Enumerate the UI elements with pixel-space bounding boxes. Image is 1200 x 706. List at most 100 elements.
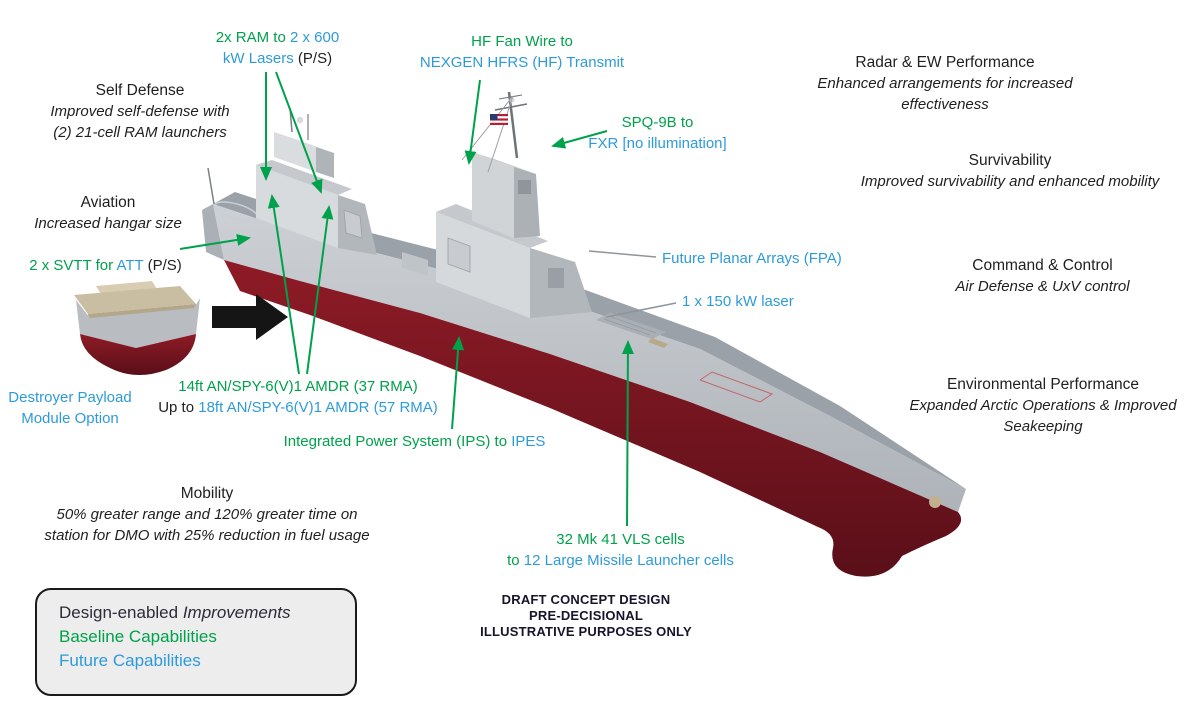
disclaimer: DRAFT CONCEPT DESIGN PRE-DECISIONAL ILLU… xyxy=(430,592,742,640)
aviation-desc: Increased hangar size xyxy=(34,215,182,232)
callout-spy6: 14ft AN/SPY-6(V)1 AMDR (37 RMA) Up to 18… xyxy=(128,376,468,418)
yardarm-2 xyxy=(498,94,523,100)
spy6-baseline-text: 14ft AN/SPY-6(V)1 AMDR (37 RMA) xyxy=(178,378,418,395)
aft-mast-tier-front xyxy=(316,147,334,178)
self-defense-desc: Improved self-defense with (2) 21-cell R… xyxy=(50,103,230,141)
connector-fpa xyxy=(588,250,657,258)
environmental-desc: Expanded Arctic Operations & Improved Se… xyxy=(909,397,1177,435)
svtt-future-text: ATT xyxy=(116,257,144,274)
connector-spy6-fwd xyxy=(306,205,334,375)
ram-future-text: 2 x 600 xyxy=(289,29,340,46)
callout-future-planar-arrays: Future Planar Arrays (FPA) xyxy=(662,248,872,269)
ship-hull-red xyxy=(224,260,962,577)
connector-ips xyxy=(451,336,465,430)
disclaimer-line-1: DRAFT CONCEPT DESIGN xyxy=(501,592,671,607)
callout-spq9b: SPQ-9B to FXR [no illumination] xyxy=(570,112,745,154)
connector-vls xyxy=(621,340,634,527)
callout-ips: Integrated Power System (IPS) to IPES xyxy=(272,431,557,452)
disclaimer-line-3: ILLUSTRATIVE PURPOSES ONLY xyxy=(480,624,692,639)
capability-command-control: Command & Control Air Defense & UxV cont… xyxy=(900,255,1185,297)
environmental-title: Environmental Performance xyxy=(946,376,1140,393)
callout-ram-lasers: 2x RAM to 2 x 600 kW Lasers (P/S) xyxy=(190,27,365,69)
ips-future-text: IPES xyxy=(511,433,546,450)
ram-suffix-text: (P/S) xyxy=(297,50,333,67)
callout-laser-150kw: 1 x 150 kW laser xyxy=(682,291,832,312)
vls-upgrade-prefix: to xyxy=(507,552,524,569)
spy6-upgrade-prefix: Up to xyxy=(158,399,199,416)
aft-deckhouse-top xyxy=(256,160,352,195)
hf-future-text: NEXGEN HFRS (HF) Transmit xyxy=(419,54,625,71)
disclaimer-line-2: PRE-DECISIONAL xyxy=(528,608,644,623)
fwd-sensor-panel xyxy=(548,268,564,288)
aft-deckhouse-side xyxy=(256,165,338,248)
vls-deck-patch xyxy=(596,313,666,339)
connector-spy6-aft xyxy=(267,194,300,375)
connector-aviation xyxy=(179,233,251,250)
fan-wire-a xyxy=(461,95,514,161)
spq9b-future-text: FXR [no illumination] xyxy=(588,135,727,152)
aviation-title: Aviation xyxy=(80,194,136,211)
callout-vls: 32 Mk 41 VLS cells to 12 Large Missile L… xyxy=(478,529,763,571)
bow-fitting xyxy=(929,496,941,508)
ship-stern-transom xyxy=(202,204,224,260)
command-control-desc: Air Defense & UxV control xyxy=(955,278,1130,295)
spy-array-aft xyxy=(343,209,363,239)
capability-survivability: Survivability Improved survivability and… xyxy=(840,150,1180,192)
capability-radar-ew: Radar & EW Performance Enhanced arrangem… xyxy=(800,52,1090,115)
ram-future-text-2: kW Lasers xyxy=(222,50,298,67)
capability-aviation: Aviation Increased hangar size xyxy=(18,192,198,234)
mast-sensor xyxy=(518,180,531,194)
svtt-suffix-text: (P/S) xyxy=(143,257,182,274)
legend-box: Design-enabled Improvements Baseline Cap… xyxy=(35,588,357,696)
fwd-deckhouse-side xyxy=(436,212,530,318)
baseline-connectors xyxy=(179,71,634,527)
fpa-text: Future Planar Arrays (FPA) xyxy=(662,250,842,267)
survivability-title: Survivability xyxy=(968,152,1052,169)
mid-deckhouse xyxy=(402,252,428,276)
mast-front xyxy=(514,167,540,238)
aft-radome xyxy=(296,116,304,124)
fan-wire-b xyxy=(487,95,514,173)
svtt-baseline-text: 2 x SVTT for xyxy=(29,257,117,274)
mast-top xyxy=(472,152,536,174)
hf-baseline-text: HF Fan Wire to xyxy=(471,33,573,50)
capability-environmental: Environmental Performance Expanded Arcti… xyxy=(893,374,1193,437)
us-flag xyxy=(490,114,508,125)
ship-hull-side xyxy=(213,204,966,512)
spy6-line-2: Up to 18ft AN/SPY-6(V)1 AMDR (57 RMA) xyxy=(128,397,468,418)
legend-baseline: Baseline Capabilities xyxy=(59,627,217,646)
laser150-text: 1 x 150 kW laser xyxy=(682,293,794,310)
callout-svtt: 2 x SVTT for ATT (P/S) xyxy=(8,255,203,276)
ram-line-2: kW Lasers (P/S) xyxy=(190,48,365,69)
mobility-title: Mobility xyxy=(180,485,234,502)
vls-upgrade-text: 12 Large Missile Launcher cells xyxy=(523,552,734,569)
vls-grid-2 xyxy=(608,315,657,334)
stern-antenna xyxy=(207,167,215,205)
payload-module-inset xyxy=(74,281,200,376)
ram-line-1: 2x RAM to 2 x 600 xyxy=(190,27,365,48)
self-defense-title: Self Defense xyxy=(95,82,185,99)
module-hull-gray xyxy=(76,298,200,348)
legend-design-enabled: Design-enabled Improvements xyxy=(59,601,355,625)
ship xyxy=(202,91,966,577)
ips-baseline-text: Integrated Power System (IPS) to xyxy=(283,433,512,450)
legend-future: Future Capabilities xyxy=(59,651,201,670)
connector-ram-b xyxy=(275,71,323,194)
deck-boat xyxy=(648,338,668,348)
payload-module-line-1: Destroyer Payload xyxy=(8,389,132,406)
module-deck xyxy=(74,286,196,314)
aft-mast-tier-top xyxy=(274,132,334,153)
vls-grid-1 xyxy=(603,318,651,336)
module-hull-red xyxy=(80,334,196,376)
capability-mobility: Mobility 50% greater range and 120% grea… xyxy=(37,483,377,546)
capability-self-defense: Self Defense Improved self-defense with … xyxy=(40,80,240,143)
callout-payload-module: Destroyer Payload Module Option xyxy=(0,387,140,429)
module-insert-arrow xyxy=(212,294,288,340)
legend-design-enabled-em: Improvements xyxy=(182,603,291,622)
spq9b-baseline-text: SPQ-9B to xyxy=(621,114,694,131)
survivability-desc: Improved survivability and enhanced mobi… xyxy=(860,173,1160,190)
spy-array-fwd xyxy=(447,237,471,273)
legend-design-enabled-text: Design-enabled xyxy=(59,603,183,622)
